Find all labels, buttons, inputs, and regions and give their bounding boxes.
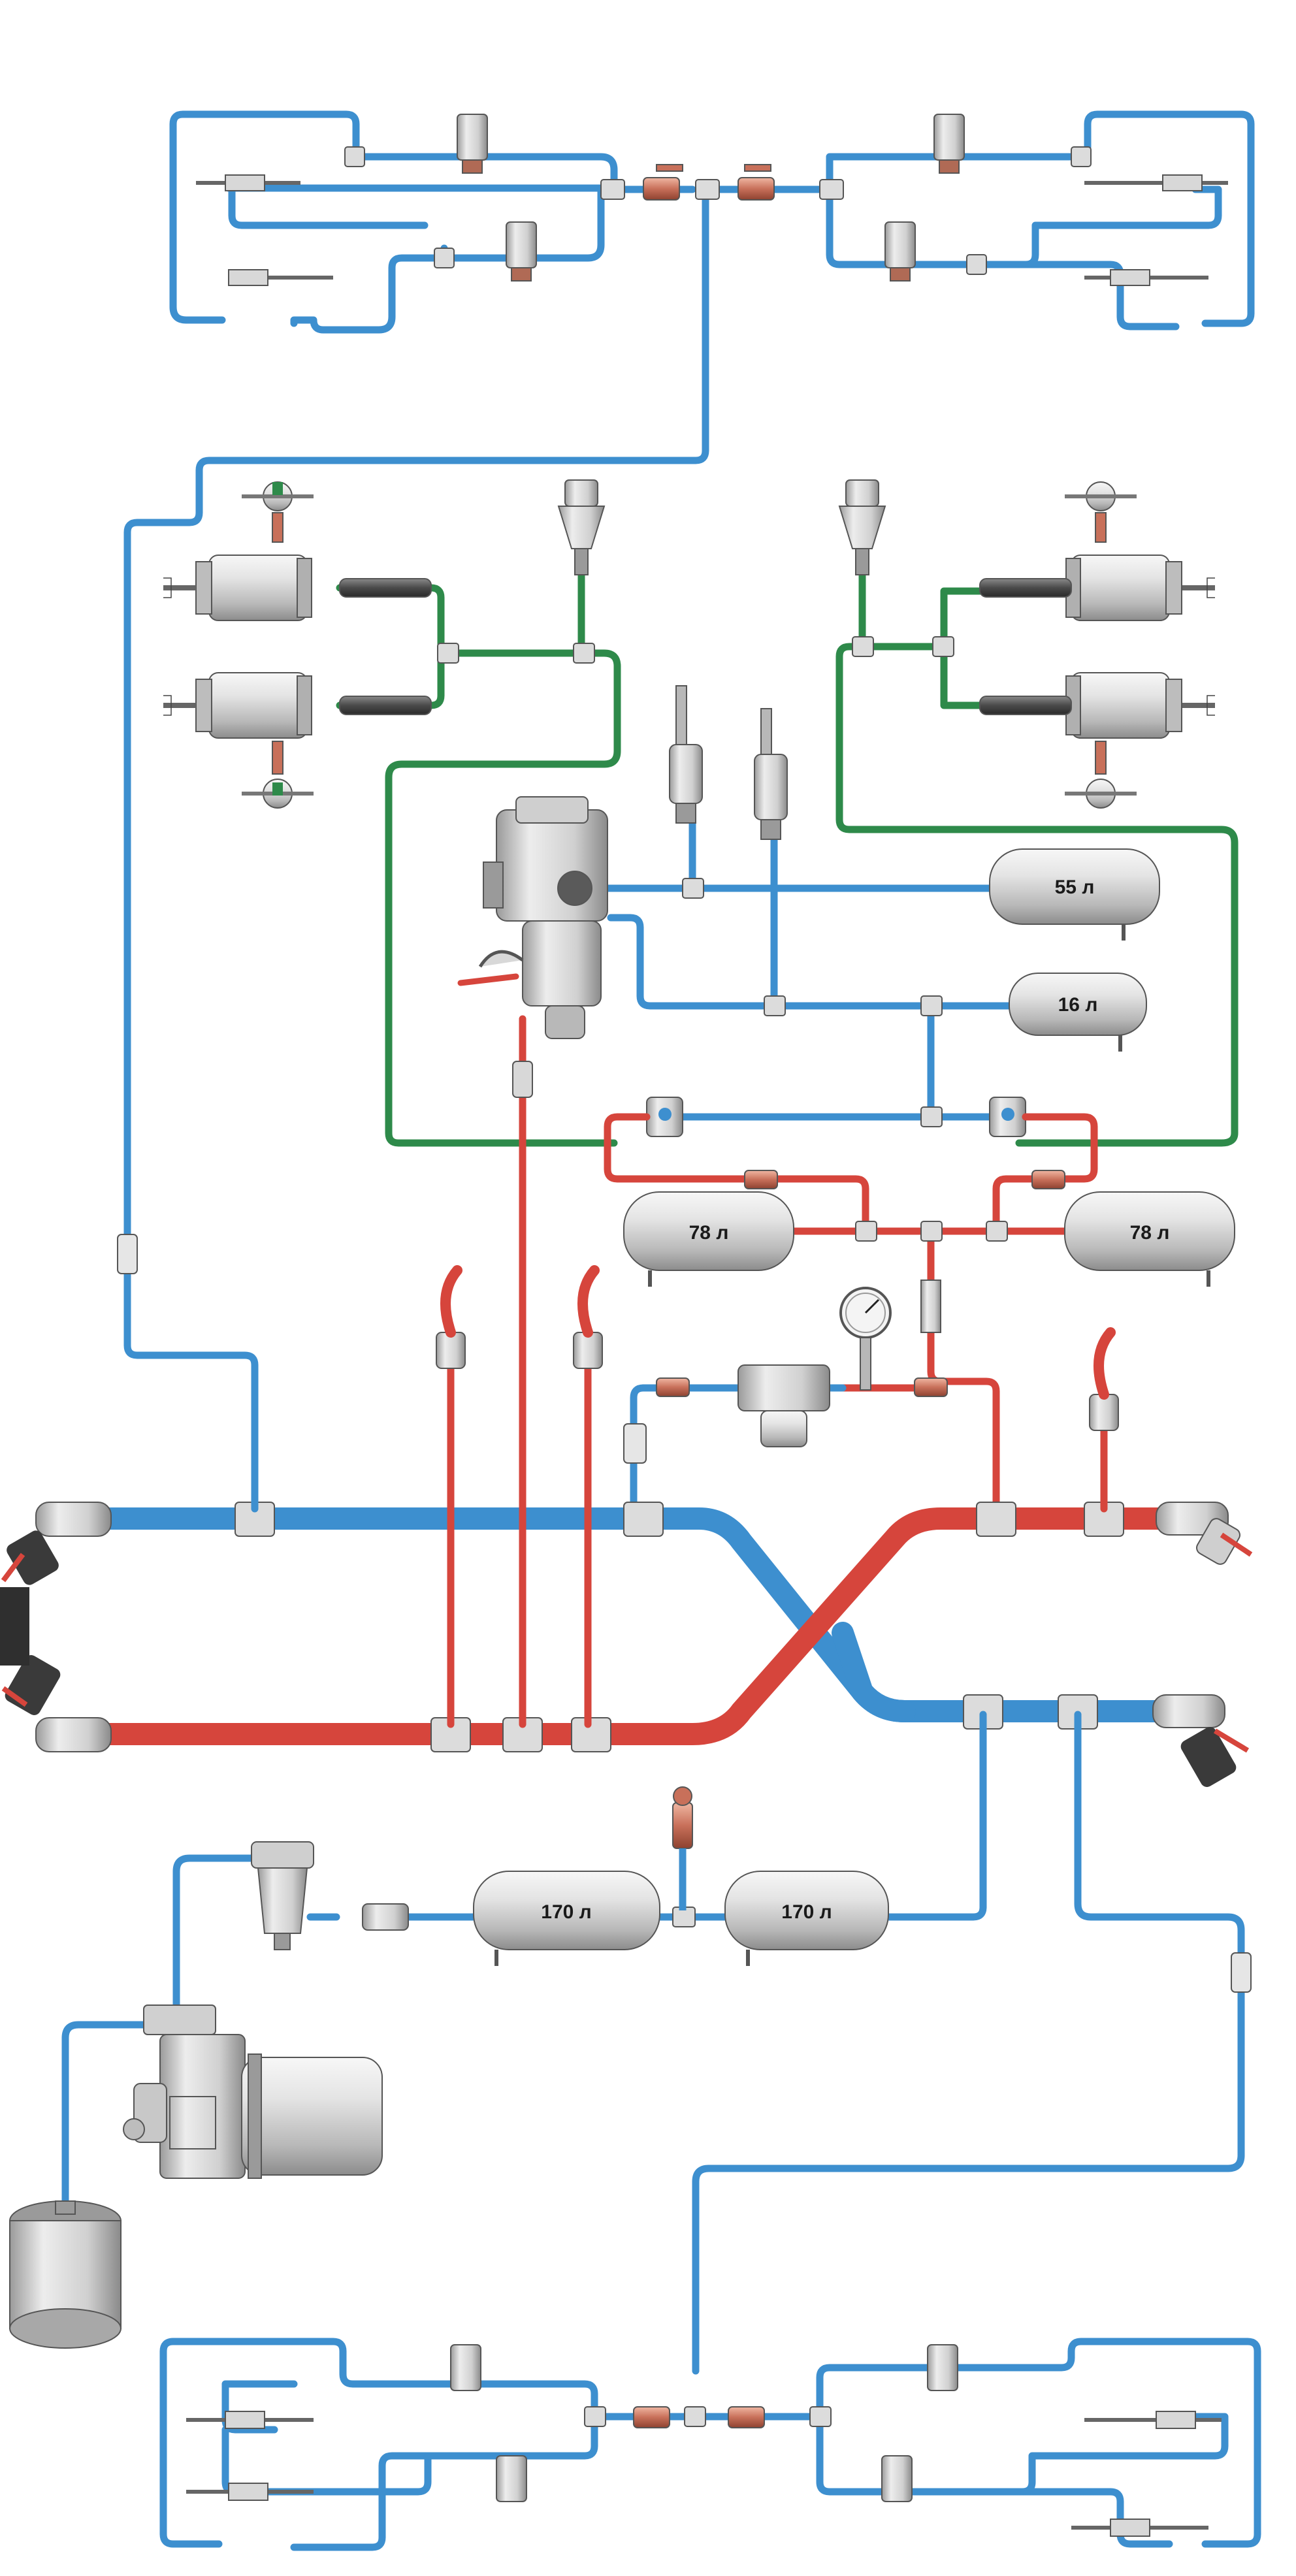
- valve-icon: [436, 1265, 466, 1369]
- stopcock-icon: [744, 1170, 778, 1189]
- tank-170-left: 170 л: [473, 1871, 660, 1966]
- brake-cylinder-icon: [163, 555, 432, 621]
- tank-icon: [473, 1871, 660, 1966]
- tank-78-left: 78 л: [623, 1191, 794, 1287]
- stopcock-icon: [643, 164, 683, 201]
- top-fittings: [196, 114, 1228, 286]
- valve-icon: [669, 685, 703, 824]
- tank-78-right: 78 л: [1064, 1191, 1235, 1287]
- valve-icon: [1065, 741, 1137, 809]
- hose-coupling-icon: [0, 1587, 112, 1752]
- tank-icon: [623, 1191, 794, 1287]
- motor-icon: [241, 2053, 383, 2179]
- valve-icon: [737, 1364, 830, 1447]
- bottom-bogie-circuit: [159, 2338, 1261, 2551]
- stopcock-icon: [656, 1377, 690, 1397]
- valve-icon: [838, 479, 886, 575]
- filter-icon: [9, 2200, 122, 2349]
- stopcock-icon: [737, 164, 775, 201]
- tank-icon: [724, 1871, 889, 1966]
- brake-cylinder-icon: [979, 672, 1215, 739]
- valve-icon: [927, 2344, 958, 2391]
- tank-icon: [1064, 1191, 1235, 1287]
- valve-icon: [989, 1097, 1026, 1137]
- hose-coupling-icon: [1, 1502, 112, 1585]
- tank-78-right-label: 78 л: [1130, 1222, 1170, 1244]
- valve-icon: [573, 1265, 603, 1369]
- valve-icon: [920, 1280, 941, 1333]
- tank-55-label: 55 л: [1055, 877, 1095, 898]
- valve-icon: [242, 481, 314, 543]
- stopcock-icon: [728, 2406, 765, 2428]
- stopcock-icon: [914, 1377, 948, 1397]
- valve-icon: [450, 2344, 481, 2391]
- actuator-rod: [196, 174, 1228, 286]
- valve-icon: [881, 2455, 913, 2502]
- valve-icon: [1065, 481, 1137, 543]
- hose-coupling-icon: [1156, 1502, 1253, 1565]
- hose-coupling-icon: [1152, 1694, 1250, 1787]
- valve-icon: [506, 221, 537, 282]
- valve-icon: [457, 796, 608, 1039]
- tank-170-right: 170 л: [724, 1871, 889, 1966]
- valve-icon: [242, 741, 314, 809]
- main-pipes: [0, 1015, 1253, 1787]
- valve-icon: [557, 479, 606, 575]
- valve-icon: [646, 1097, 683, 1137]
- stopcock-icon: [1031, 1170, 1065, 1189]
- tank-16: 16 л: [1009, 973, 1147, 1052]
- tank-170-right-label: 170 л: [781, 1901, 832, 1923]
- valve-icon: [1089, 1327, 1119, 1431]
- tank-icon: [989, 848, 1160, 941]
- brake-cylinder-icon: [979, 555, 1215, 621]
- tank-16-label: 16 л: [1058, 994, 1098, 1016]
- brake-cylinder-left-upper: [163, 481, 432, 809]
- filter-icon: [251, 1841, 314, 1950]
- valve-icon: [672, 1786, 693, 1910]
- tank-icon: [1009, 973, 1147, 1052]
- pressure-gauge-icon: [839, 1287, 892, 1391]
- tank-55: 55 л: [989, 848, 1160, 941]
- valve-icon: [496, 2455, 527, 2502]
- stopcock-icon: [633, 2406, 670, 2428]
- compressor-icon: [123, 2004, 246, 2179]
- compressor-section: 170 л 170 л: [9, 1711, 1252, 2375]
- tank-78-left-label: 78 л: [689, 1222, 729, 1244]
- brake-cylinder-right-upper: [979, 481, 1215, 809]
- brake-cylinder-icon: [163, 672, 432, 739]
- valve-icon: [884, 221, 916, 282]
- valve-icon: [933, 114, 965, 174]
- tank-170-left-label: 170 л: [541, 1901, 591, 1923]
- driver-brake-valve: [457, 685, 1023, 1127]
- valve-icon: [457, 114, 488, 174]
- valve-icon: [754, 708, 788, 840]
